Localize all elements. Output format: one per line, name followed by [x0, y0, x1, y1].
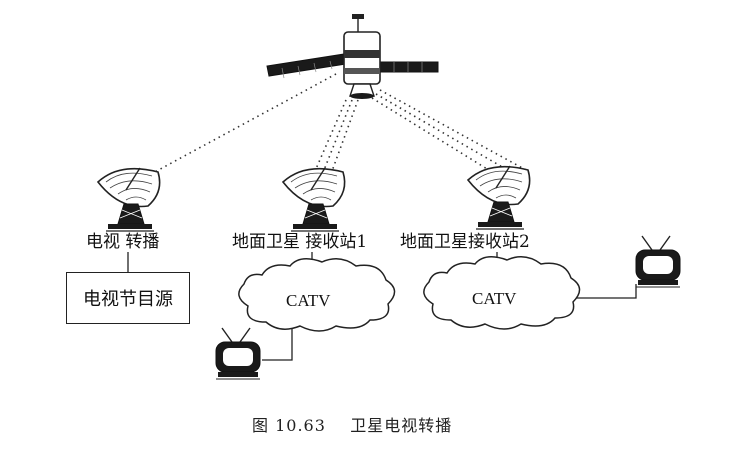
figure-number: 图 10.63	[252, 416, 326, 435]
tv-set-icon	[215, 327, 261, 380]
signal-beams	[139, 73, 527, 183]
catv2-label: CATV	[472, 289, 517, 308]
beam-station1	[319, 99, 353, 181]
cloud-icon	[238, 256, 581, 332]
station2-label: 地面卫星接收站2	[400, 232, 530, 252]
relay-label: 电视 转播	[86, 232, 160, 252]
dish-antenna-icon	[282, 167, 346, 232]
dish-antenna-icon	[467, 165, 531, 230]
satellite-icon	[266, 14, 439, 99]
link-catv1-tv	[262, 322, 293, 361]
catv1-label: CATV	[286, 291, 331, 310]
beam-station2	[371, 97, 506, 181]
catv-cloud-2	[423, 256, 581, 330]
beam-uplink-relay	[139, 73, 337, 181]
beam-station2-c	[379, 89, 527, 171]
program-source-box: 电视节目源	[66, 272, 190, 324]
link-catv2-tv	[576, 284, 637, 299]
catv-cloud-1	[238, 258, 396, 332]
beam-station1-b	[311, 99, 347, 179]
tv-set-icon	[635, 235, 681, 288]
figure-caption: 图 10.63 卫星电视转播	[252, 412, 452, 436]
beam-station2-b	[375, 93, 519, 177]
program-source-label: 电视节目源	[83, 289, 173, 310]
figure-title: 卫星电视转播	[350, 416, 453, 435]
station1-label: 地面卫星 接收站1	[232, 232, 368, 252]
beam-station1-c	[327, 99, 359, 183]
dish-antenna-icon	[97, 167, 161, 232]
